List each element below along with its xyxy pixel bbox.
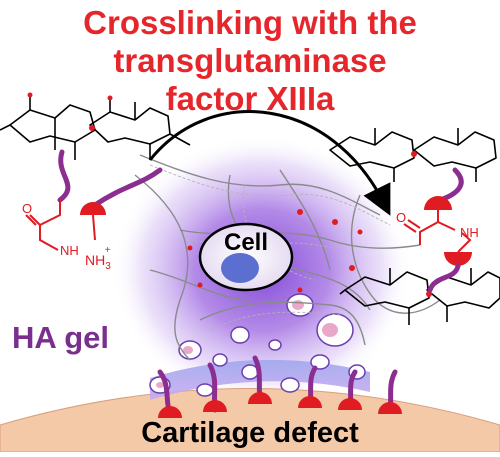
title-line-3: factor XIIIa [165,80,335,117]
right-ha-oxygens [411,151,432,297]
right-linker-top [437,167,464,203]
left-linker-1 [57,149,71,203]
right-o-label: O [396,210,406,225]
anchored-enzymes [158,392,402,418]
left-o-label: O [22,201,32,216]
right-ha-molecule-top [329,128,497,182]
right-nh-label: NH [460,225,479,240]
right-linker-bottom [427,263,461,293]
left-amide-group [25,200,61,251]
right-enzyme-top [424,196,452,210]
left-enzyme [80,202,106,215]
cell-label: Cell [224,229,268,256]
left-ha-molecule [0,95,191,160]
cell-nucleus [221,253,259,283]
cartilage-defect-label: Cartilage defect [141,417,359,449]
enzyme-dots [187,209,363,293]
title-line-1: Crosslinking with the [83,4,417,41]
left-amine-bond [92,214,96,241]
title-line-2: transglutaminase [113,42,387,79]
left-ha-oxygens [27,92,113,131]
left-linker-2 [92,167,163,208]
right-enzyme-bottom [444,252,472,266]
right-amide-group [403,210,472,253]
left-nh3-label: NH3+ [85,245,111,272]
ha-network [134,154,441,361]
ha-gel-label: HA gel [12,320,109,355]
reaction-arrow[interactable] [148,110,391,216]
left-nh-label: NH [60,243,79,258]
